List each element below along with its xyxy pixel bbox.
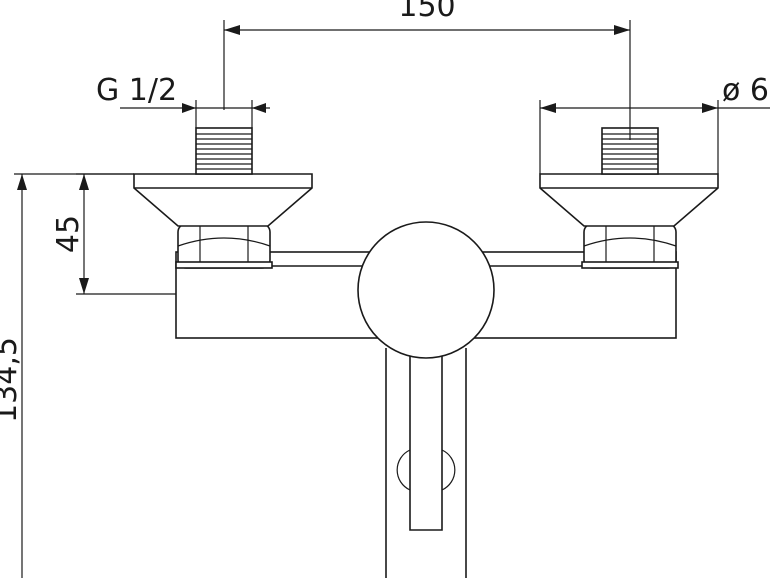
outlet-pipe xyxy=(385,348,467,578)
right-escutcheon xyxy=(539,173,719,227)
lever-handle xyxy=(409,349,443,531)
right-connection xyxy=(539,127,719,269)
dim-134-label: 134,5 xyxy=(0,337,24,423)
left-thread xyxy=(195,127,253,175)
dimension-total-height: 134,5 xyxy=(0,173,134,578)
dimension-center-distance: 150 xyxy=(223,0,631,140)
dim-thread-label: G 1/2 xyxy=(96,73,177,108)
left-escutcheon xyxy=(133,173,313,227)
dim-45-label: 45 xyxy=(51,215,86,253)
cartridge-housing xyxy=(357,221,495,359)
left-connection xyxy=(133,127,313,269)
dimension-diameter: ø 6 xyxy=(539,73,770,174)
dim-diameter-label: ø 6 xyxy=(722,73,769,108)
dim-150-label: 150 xyxy=(398,0,455,24)
dimension-thread: G 1/2 xyxy=(96,73,270,128)
